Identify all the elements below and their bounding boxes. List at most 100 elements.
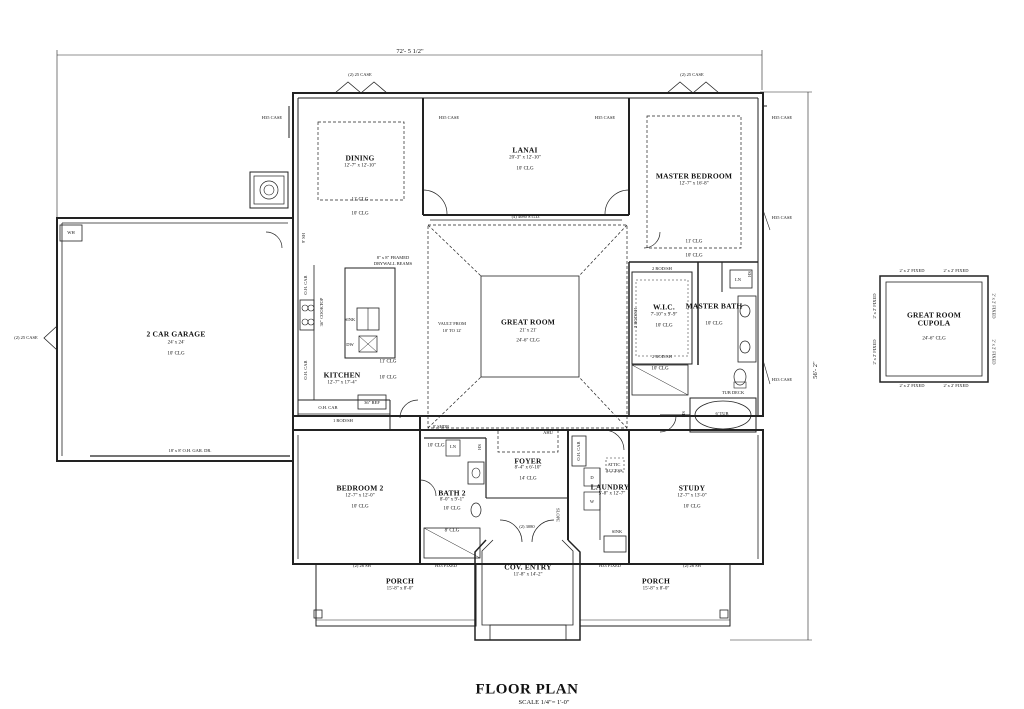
window-label-h33: H33 CASE bbox=[771, 376, 793, 382]
clg-master-shower: 10' CLG bbox=[651, 366, 669, 372]
water-heater-label: WH bbox=[67, 229, 75, 235]
laundry-sink-label: SINK bbox=[611, 528, 623, 534]
room-name-garage: 2 CAR GARAGE bbox=[146, 329, 206, 339]
cupola-clg: 24'-6" CLG bbox=[922, 336, 946, 342]
washer-label: W bbox=[589, 498, 595, 504]
room-dims-master-bedroom: 12'-7" x 16'-8" bbox=[679, 181, 709, 187]
sink-label: SINK bbox=[344, 316, 356, 322]
window-label-top-right: (2) 25 CASE bbox=[680, 71, 704, 77]
tub-deck-label: TUB DECK bbox=[721, 389, 745, 395]
ahu-label: AHU bbox=[543, 429, 553, 435]
oh-cab-label-2: O.H. CAB bbox=[302, 360, 308, 380]
dining-ceiling-outline bbox=[317, 121, 405, 201]
slope-label: SLOPE bbox=[555, 508, 561, 522]
kitchen-island bbox=[344, 267, 396, 359]
room-dims-cov-entry: 11'-8" x 14'-2" bbox=[513, 572, 543, 578]
window-label-fixed-right: H33 FIXED bbox=[598, 562, 622, 568]
attic-label-2: ACCESS bbox=[605, 467, 623, 473]
room-clg-master: 10' CLG bbox=[685, 253, 703, 259]
room-name-bath2: BATH 2 bbox=[438, 488, 466, 498]
room-dims-dining: 12'-7" x 12'-10" bbox=[344, 163, 376, 169]
room-name-master-bedroom: MASTER BEDROOM bbox=[655, 171, 733, 181]
cupola-window-5: 2' x 2' FIXED bbox=[871, 293, 877, 319]
room-clg-study: 10' CLG bbox=[683, 504, 701, 510]
room-name-kitchen: KITCHEN bbox=[323, 370, 361, 380]
cupola-window-7: 2' x 2' FIXED bbox=[991, 293, 997, 319]
room-name-master-bath-1: MASTER BATH bbox=[685, 301, 743, 311]
oh-cab-label-1: O.H. CAB bbox=[302, 275, 308, 295]
room-name-porch-right: PORCH bbox=[641, 576, 671, 586]
attic-label: ATTIC bbox=[607, 461, 621, 467]
linen-label-bath2: LN bbox=[450, 443, 456, 449]
room-dims-foyer: 8'-4" x 6'-10" bbox=[514, 465, 542, 471]
window-label-h35-5: H35 CASE bbox=[771, 214, 793, 220]
window-label-sh-right: (2) 26 SH bbox=[683, 562, 701, 568]
window-label-h35-1: H35 CASE bbox=[261, 114, 283, 120]
linen-label-master: LN bbox=[735, 276, 741, 282]
room-clg-dash-dining: 11' CLG bbox=[351, 197, 369, 203]
room-name-laundry: LAUNDRY bbox=[590, 482, 630, 492]
room-clg-garage: 10' CLG bbox=[167, 351, 185, 357]
window-label-top-left: (2) 25 CASE bbox=[348, 71, 372, 77]
rod-sh-wic-2: 2 ROD/SH bbox=[652, 353, 672, 359]
porch-left-outline bbox=[315, 563, 477, 627]
dishwasher-label: DW bbox=[346, 341, 354, 347]
cupola-window-2: 2' x 2' FIXED bbox=[943, 267, 969, 273]
room-clg-lanai: 10' CLG bbox=[516, 166, 534, 172]
beams-note-2: DRYWALL BEAMS bbox=[373, 260, 413, 266]
room-clg-dining: 10' CLG bbox=[351, 211, 369, 217]
cupola-window-6: 2' x 2' FIXED bbox=[871, 339, 877, 365]
room-name-cov-entry: COV. ENTRY bbox=[504, 562, 552, 572]
garage-outline bbox=[56, 217, 294, 462]
great-room-cupola-outline bbox=[480, 275, 580, 378]
oh-cab-laundry: O.H. CAB bbox=[575, 441, 581, 461]
window-label-fixed-left: H33 FIXED bbox=[434, 562, 458, 568]
ac-unit bbox=[249, 171, 289, 209]
beams-note: 8" x 8" FRAMED bbox=[376, 254, 410, 260]
cupola-name-line1: GREAT ROOM bbox=[906, 310, 962, 320]
cupola-window-1: 2' x 2' FIXED bbox=[899, 267, 925, 273]
room-clg-master-bath: 10' CLG bbox=[705, 321, 723, 327]
room-dims-study: 12'-7" x 13'-0" bbox=[677, 493, 707, 499]
room-clg-great-room: 24'-6" CLG bbox=[516, 338, 540, 344]
cooktop-label: 36" COOKTOP bbox=[318, 297, 324, 327]
room-dims-great-room: 21' x 21' bbox=[519, 328, 537, 334]
room-name-great-room: GREAT ROOM bbox=[500, 317, 556, 327]
room-dims-laundry: 5'-8" x 12'-7" bbox=[598, 491, 626, 497]
cupola-window-3: 2' x 2' FIXED bbox=[899, 382, 925, 388]
window-label-h35-2: H35 CASE bbox=[438, 114, 460, 120]
room-name-lanai: LANAI bbox=[512, 145, 538, 155]
room-clg-wic: 10' CLG bbox=[655, 323, 673, 329]
clg-kitchen-inner: 11' CLG bbox=[379, 359, 397, 365]
clg-bath2-shower: 8' CLG bbox=[444, 528, 460, 534]
room-name-wic: W.I.C. bbox=[653, 302, 675, 312]
garage-door-label: 18' x 8' O.H. GAR. DR. bbox=[168, 447, 212, 453]
room-dims-lanai: 20'-3" x 12'-10" bbox=[509, 155, 541, 161]
room-dims-kitchen: 12'-7" x 17'-4" bbox=[327, 380, 357, 386]
room-clg-foyer: 14' CLG bbox=[519, 476, 537, 482]
sliding-door-label: (4) 4080 S.G.D. bbox=[511, 213, 541, 219]
room-name-bedroom2: BEDROOM 2 bbox=[336, 483, 384, 493]
room-dims-porch-right: 15'-8" x 8'-0" bbox=[642, 586, 670, 592]
toilet-master bbox=[733, 368, 747, 386]
toilet-bath2 bbox=[470, 502, 482, 518]
vault-note: VAULT FROM bbox=[437, 320, 467, 326]
cupola-window-8: 2' x 2' FIXED bbox=[991, 339, 997, 365]
window-label-h35-3: H35 CASE bbox=[594, 114, 616, 120]
room-name-study: STUDY bbox=[678, 483, 706, 493]
rod-sh-wic-3: 2 ROD/SH bbox=[632, 308, 638, 328]
room-clg-kitchen: 10' CLG bbox=[379, 375, 397, 381]
overall-depth-label: 56'- 2" bbox=[811, 361, 819, 379]
room-clg-dash-master: 11' CLG bbox=[685, 239, 703, 245]
sh9-label: 9' SH bbox=[300, 233, 306, 243]
room-clg-bath2: 10' CLG bbox=[443, 506, 461, 512]
hs-label-3: HS bbox=[476, 444, 482, 450]
shower-door-label: 8' SHDR bbox=[432, 423, 450, 429]
room-dims-garage: 24' x 24' bbox=[167, 340, 185, 346]
window-label-h35-4: H35 CASE bbox=[771, 114, 793, 120]
refrigerator-label: 36" REF bbox=[364, 399, 380, 405]
clg-bath2-hall: 10' CLG bbox=[427, 443, 445, 449]
tub-label: 6' TUB bbox=[715, 410, 729, 416]
entry-door-label: (2) 3080 bbox=[519, 523, 535, 529]
